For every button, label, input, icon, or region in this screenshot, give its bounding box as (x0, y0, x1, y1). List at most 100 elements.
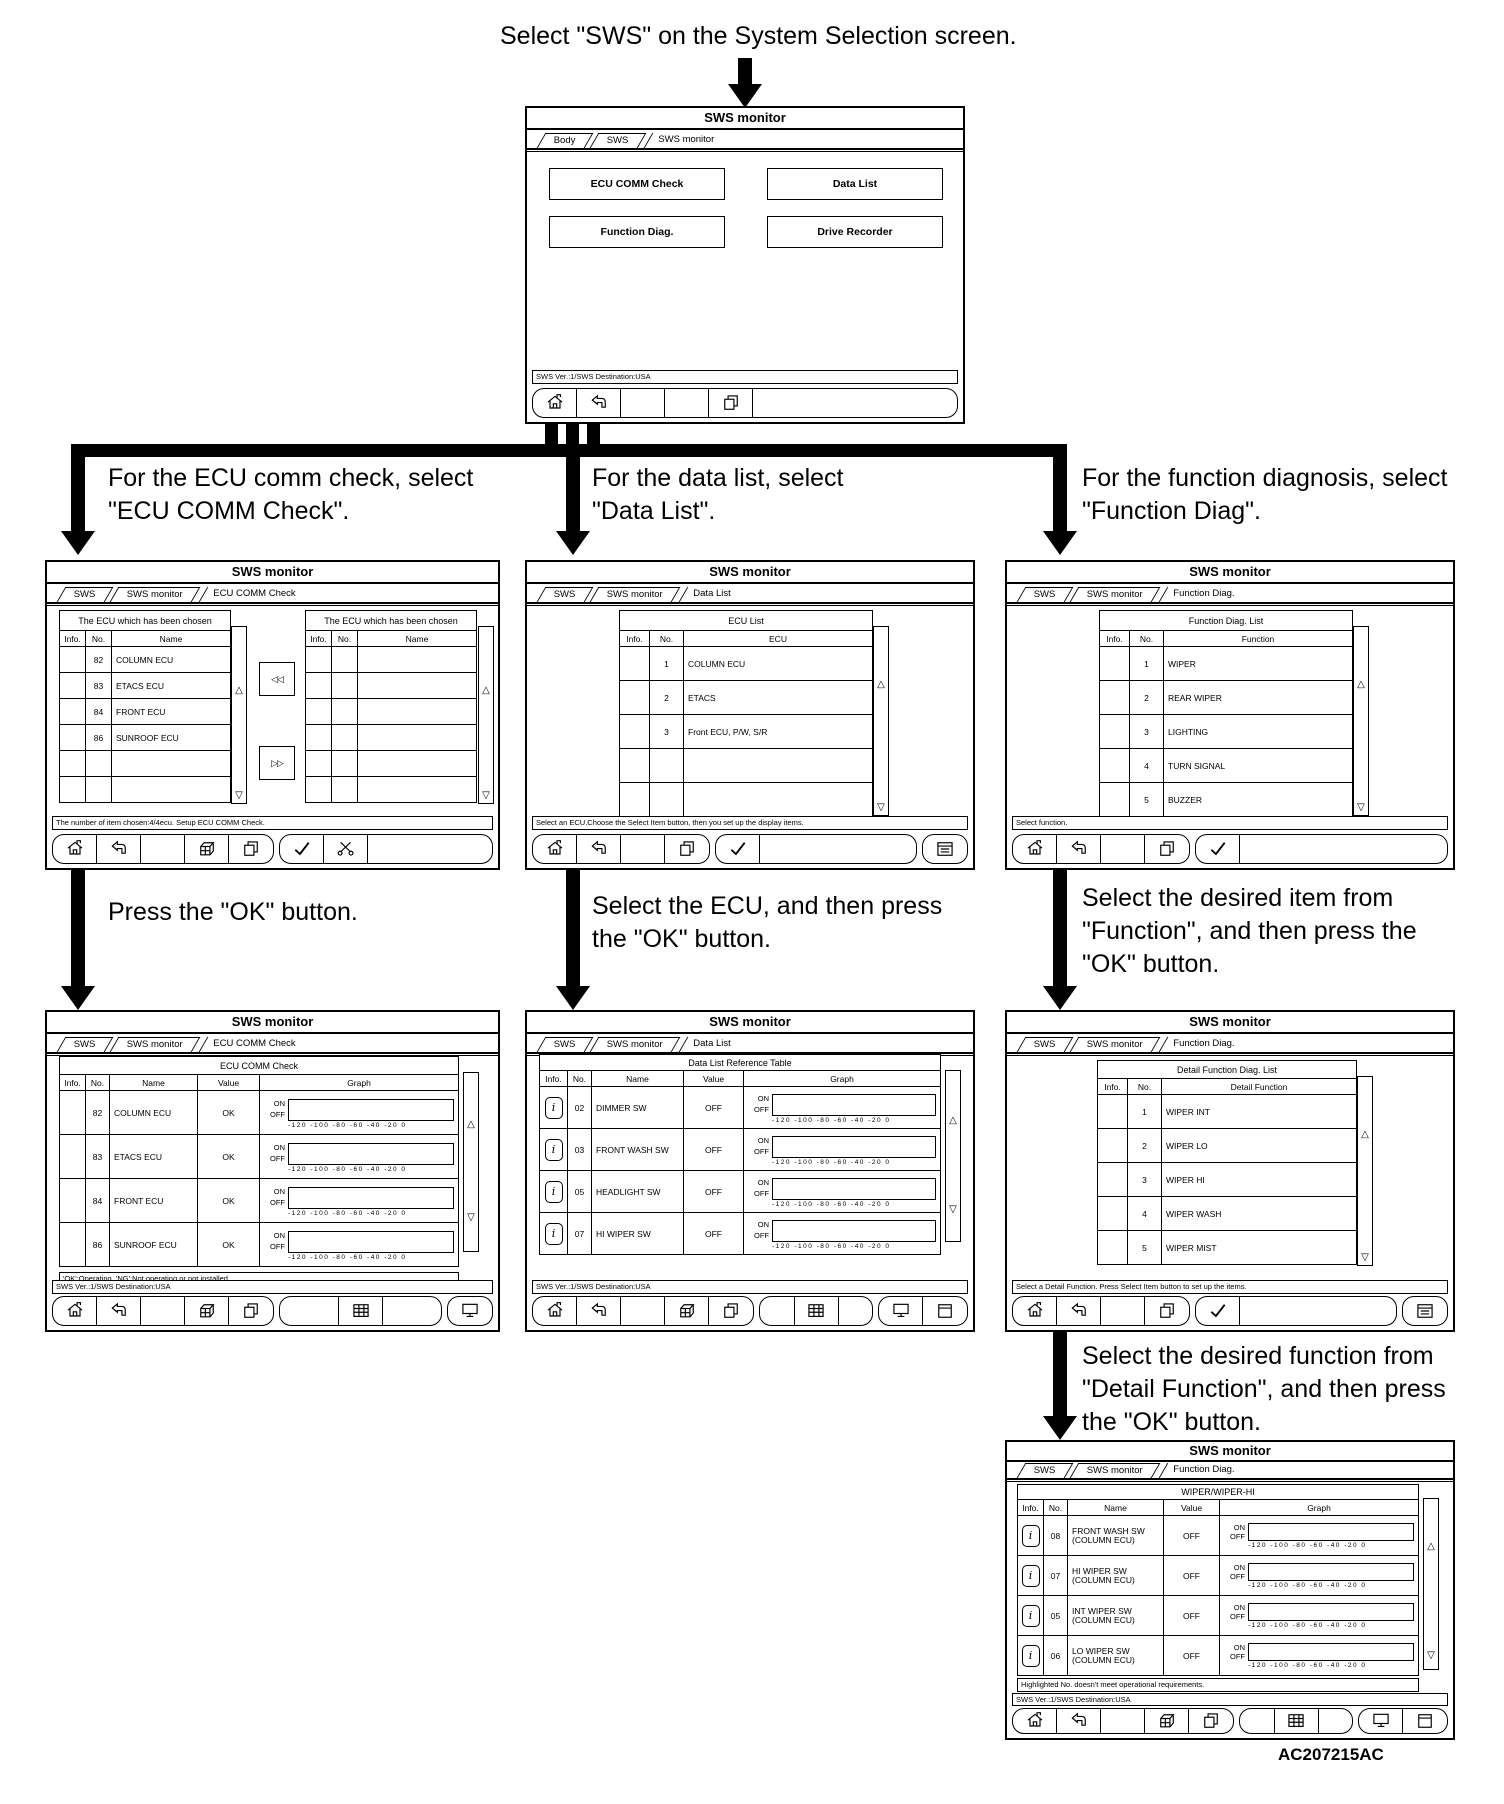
toolbar-home-button[interactable] (533, 1297, 577, 1325)
toolbar-copy-button[interactable] (709, 389, 753, 417)
tab-data-list[interactable]: Data List (676, 587, 747, 602)
tab-sws-monitor[interactable]: SWS monitor (589, 1037, 680, 1052)
toolbar-display-button[interactable] (879, 1297, 923, 1325)
toolbar-copy-button[interactable] (229, 1297, 273, 1325)
tab-sws-monitor[interactable]: SWS monitor (109, 1037, 200, 1052)
ecu-comm-check-button[interactable]: ECU COMM Check (549, 168, 725, 200)
toolbar-home-button[interactable] (1013, 1709, 1057, 1733)
toolbar-copy-button[interactable] (709, 1297, 753, 1325)
tab-sws[interactable]: SWS (56, 587, 113, 602)
info-button[interactable]: i (1021, 1524, 1040, 1547)
toolbar-home-button[interactable] (53, 835, 97, 863)
toolbar-data-grid-button[interactable] (339, 1297, 383, 1325)
tab-function-diag[interactable]: Function Diag. (1156, 1037, 1251, 1052)
toolbar-select-item-button[interactable] (1403, 1297, 1447, 1325)
toolbar-return-button[interactable] (1057, 835, 1101, 863)
info-button[interactable]: i (1021, 1604, 1040, 1627)
tab-sws-monitor[interactable]: SWS monitor (1069, 587, 1160, 602)
scroll-down-button[interactable]: ▽ (235, 790, 243, 801)
scroll-up-button[interactable]: △ (949, 1115, 957, 1126)
toolbar-return-button[interactable] (97, 835, 141, 863)
toolbar-return-button[interactable] (577, 389, 621, 417)
tab-data-list[interactable]: Data List (676, 1037, 747, 1052)
info-button[interactable]: i (1021, 1644, 1040, 1667)
scroll-up-button[interactable]: △ (1427, 1541, 1435, 1552)
toolbar-select-item-button[interactable] (923, 835, 967, 863)
toolbar-home-button[interactable] (1013, 835, 1057, 863)
toolbar-window-button[interactable] (923, 1297, 967, 1325)
info-button[interactable]: i (544, 1138, 563, 1161)
scroll-down-button[interactable]: ▽ (877, 802, 885, 813)
tab-sws-monitor[interactable]: SWS monitor (1069, 1463, 1160, 1478)
scroll-down-button[interactable]: ▽ (1427, 1650, 1435, 1661)
function-diag-button[interactable]: Function Diag. (549, 216, 725, 248)
toolbar-part-button[interactable] (185, 1297, 229, 1325)
toolbar-ok-button[interactable] (1196, 835, 1240, 863)
tab-sws[interactable]: SWS (1016, 587, 1073, 602)
tab-ecu-comm-check[interactable]: ECU COMM Check (196, 587, 312, 602)
move-right-button[interactable]: ▷▷ (259, 746, 295, 780)
info-button[interactable]: i (544, 1096, 563, 1119)
scroll-up-button[interactable]: △ (1357, 679, 1365, 690)
toolbar-part-button[interactable] (185, 835, 229, 863)
data-list-button[interactable]: Data List (767, 168, 943, 200)
toolbar-cut-button[interactable] (324, 835, 368, 863)
tab-sws-monitor[interactable]: SWS monitor (641, 133, 731, 148)
tab-sws-monitor[interactable]: SWS monitor (109, 587, 200, 602)
scroll-down-button[interactable]: ▽ (467, 1212, 475, 1223)
toolbar-copy-button[interactable] (229, 835, 273, 863)
scroll-up-button[interactable]: △ (467, 1119, 475, 1130)
tab-sws[interactable]: SWS (1016, 1037, 1073, 1052)
toolbar-return-button[interactable] (1057, 1297, 1101, 1325)
toolbar-home-button[interactable] (1013, 1297, 1057, 1325)
drive-recorder-button[interactable]: Drive Recorder (767, 216, 943, 248)
scroll-down-button[interactable]: ▽ (949, 1204, 957, 1215)
toolbar-part-button[interactable] (665, 1297, 709, 1325)
info-button[interactable]: i (1021, 1564, 1040, 1587)
tab-function-diag[interactable]: Function Diag. (1156, 1463, 1251, 1478)
scroll-down-button[interactable]: ▽ (1357, 802, 1365, 813)
tab-sws-monitor[interactable]: SWS monitor (1069, 1037, 1160, 1052)
toolbar-copy-button[interactable] (665, 835, 709, 863)
scroll-down-button[interactable]: ▽ (1361, 1252, 1369, 1263)
scroll-up-button[interactable]: △ (235, 685, 243, 696)
tab-function-diag[interactable]: Function Diag. (1156, 587, 1251, 602)
tab-sws[interactable]: SWS (536, 1037, 593, 1052)
scroll-up-button[interactable]: △ (1361, 1129, 1369, 1140)
toolbar-copy-button[interactable] (1145, 835, 1189, 863)
scroll-up-button[interactable]: △ (482, 685, 490, 696)
tab-ecu-comm-check[interactable]: ECU COMM Check (196, 1037, 312, 1052)
info-button[interactable]: i (544, 1180, 563, 1203)
tab-sws[interactable]: SWS (56, 1037, 113, 1052)
toolbar-ok-button[interactable] (716, 835, 760, 863)
toolbar-home-button[interactable] (533, 389, 577, 417)
tab-sws-monitor[interactable]: SWS monitor (589, 587, 680, 602)
toolbar-copy-button[interactable] (1189, 1709, 1233, 1733)
toolbar-return-button[interactable] (97, 1297, 141, 1325)
toolbar-display-button[interactable] (1359, 1709, 1403, 1733)
toolbar-copy-button[interactable] (1145, 1297, 1189, 1325)
tab-sws[interactable]: SWS (536, 587, 593, 602)
toolbar-display-button[interactable] (448, 1297, 492, 1325)
toolbar-return-button[interactable] (577, 835, 621, 863)
toolbar-home-button[interactable] (533, 835, 577, 863)
info-button[interactable]: i (544, 1222, 563, 1245)
toolbar-data-grid-button[interactable] (1275, 1709, 1319, 1733)
toolbar-part-button[interactable] (1145, 1709, 1189, 1733)
scroll-up-button[interactable]: △ (877, 679, 885, 690)
